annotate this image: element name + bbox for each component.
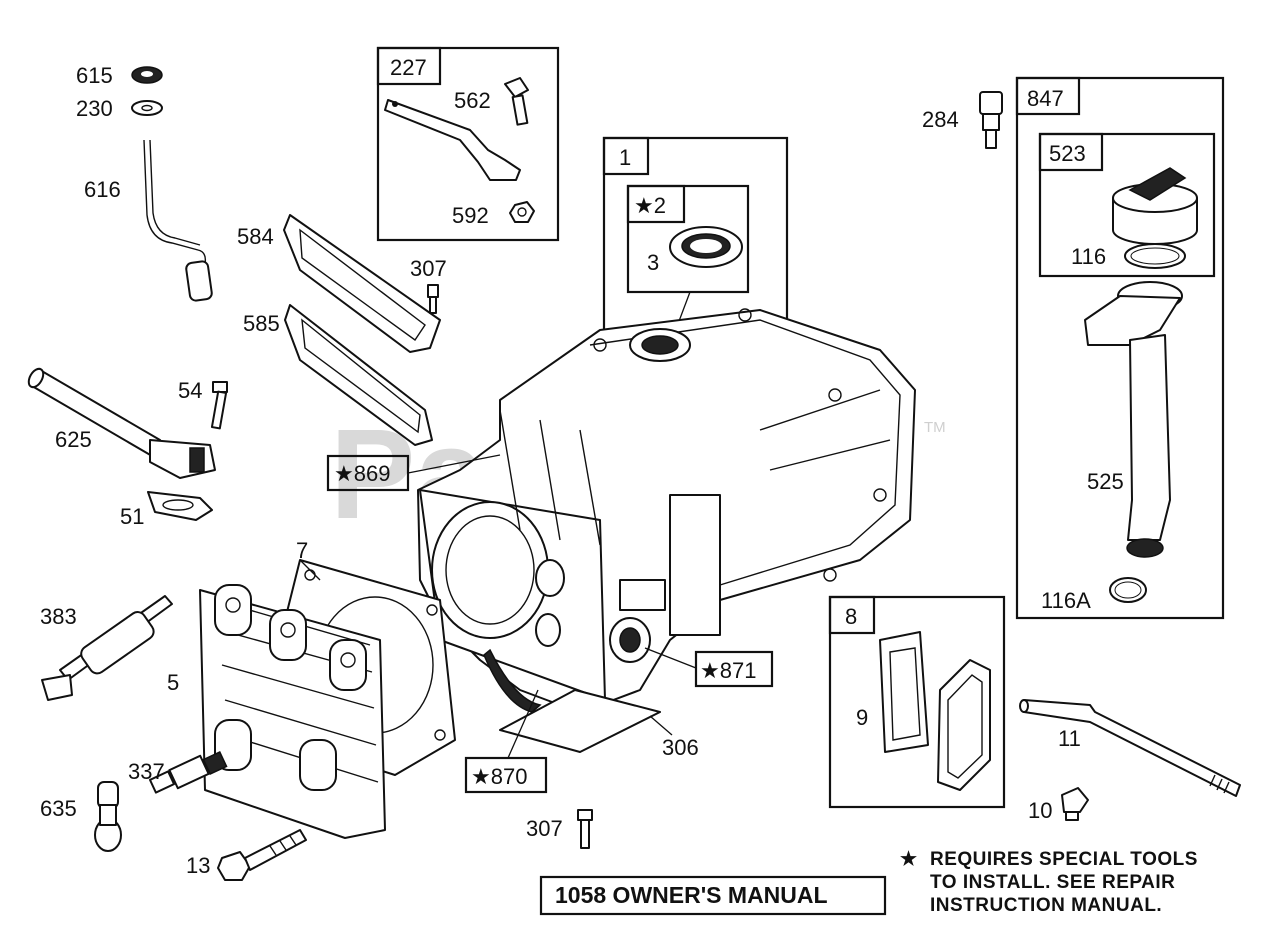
part-584-gasket[interactable] (283, 214, 441, 353)
leader-869 (407, 454, 501, 474)
label-562: 562 (454, 88, 491, 113)
label-307-bottom: 307 (526, 816, 563, 841)
label-230: 230 (76, 96, 113, 121)
manual-label-frame (539, 875, 887, 916)
group-box-847 (1015, 76, 1225, 620)
label-525: 525 (1087, 469, 1124, 494)
label-616: 616 (84, 177, 121, 202)
part-383-tube[interactable] (41, 595, 173, 701)
group-box-2 (626, 184, 750, 294)
part-625-breather-tube[interactable] (26, 366, 216, 479)
label-625: 625 (55, 427, 92, 452)
note-line-2: TO INSTALL. SEE REPAIR (930, 872, 1175, 893)
part-284-plug[interactable] (979, 91, 1003, 149)
part-616-link[interactable] (143, 139, 213, 302)
watermark-trademark: TM (924, 419, 946, 436)
boxed-label-869: ★869 (334, 461, 390, 486)
leader-870 (507, 689, 539, 759)
boxed-label-871: ★871 (700, 658, 756, 683)
part-337-spark-plug[interactable] (148, 750, 228, 794)
group-tag-2-frame (626, 184, 686, 224)
label-9: 9 (856, 705, 868, 730)
label-3: 3 (647, 250, 659, 275)
part-227-governor-lever[interactable] (384, 99, 521, 181)
part-615-nut[interactable] (131, 66, 163, 84)
group-box-227 (376, 46, 560, 242)
group-tag-227-frame (376, 46, 442, 86)
group-box-8 (828, 595, 1006, 809)
label-383: 383 (40, 604, 77, 629)
part-116a-o-ring[interactable] (1109, 577, 1147, 603)
group-tag-2: ★2 (634, 193, 666, 218)
note-line-3: INSTRUCTION MANUAL. (930, 895, 1162, 916)
label-116: 116 (1071, 244, 1106, 269)
part-562-screw[interactable] (504, 77, 529, 126)
part-11-tube[interactable] (1019, 699, 1241, 797)
part-585-gasket[interactable] (284, 304, 433, 446)
part-51-gasket[interactable] (147, 491, 213, 521)
label-116a: 116A (1041, 588, 1091, 613)
part-8-breather-cover[interactable] (937, 659, 991, 791)
part-307-bolt-top[interactable] (427, 284, 439, 314)
manual-label: 1058 OWNER'S MANUAL (555, 882, 828, 908)
label-307-top: 307 (410, 256, 447, 281)
group-tag-847: 847 (1027, 86, 1064, 111)
label-584: 584 (237, 224, 274, 249)
group-tag-523: 523 (1049, 141, 1086, 166)
part-13-bolt[interactable] (217, 829, 307, 881)
boxed-label-870-frame (464, 756, 548, 794)
leader-7 (299, 559, 321, 581)
part-54-screw[interactable] (210, 381, 228, 430)
label-615: 615 (76, 63, 113, 88)
part-307-bolt-bottom[interactable] (577, 809, 593, 849)
group-tag-847-frame (1015, 76, 1081, 116)
label-11: 11 (1058, 726, 1081, 751)
label-54: 54 (178, 378, 202, 403)
group-tag-1-frame (602, 136, 650, 176)
label-10: 10 (1028, 798, 1052, 823)
part-3-oil-seal[interactable] (669, 226, 743, 268)
part-523-dipstick-cap[interactable] (1112, 167, 1198, 245)
label-284: 284 (922, 107, 959, 132)
part-635-terminal[interactable] (94, 781, 122, 852)
part-870-bearing-seal[interactable] (483, 648, 542, 713)
label-592: 592 (452, 203, 489, 228)
label-5: 5 (167, 670, 179, 695)
label-51: 51 (120, 504, 144, 529)
label-585: 585 (243, 311, 280, 336)
group-tag-8-frame (828, 595, 876, 635)
part-10-plug[interactable] (1061, 787, 1089, 821)
group-tag-1: 1 (619, 145, 631, 170)
label-13: 13 (186, 853, 210, 878)
boxed-label-870: ★870 (471, 764, 527, 789)
note-star: ★ (900, 849, 918, 870)
part-525-dipstick-tube[interactable] (1084, 281, 1183, 558)
label-306: 306 (662, 735, 699, 760)
group-box-523 (1038, 132, 1216, 278)
part-5-cylinder-head[interactable] (199, 584, 386, 839)
boxed-label-871-frame (694, 650, 774, 688)
part-9-gasket[interactable] (879, 631, 929, 753)
label-635: 635 (40, 796, 77, 821)
leader-306 (649, 715, 673, 736)
note-line-1: REQUIRES SPECIAL TOOLS (930, 849, 1198, 870)
part-592-nut[interactable] (509, 201, 535, 223)
group-tag-227: 227 (390, 55, 427, 80)
part-306-gasket[interactable] (499, 689, 661, 753)
part-230-washer[interactable] (131, 100, 163, 116)
leader-871 (644, 647, 697, 669)
group-tag-523-frame (1038, 132, 1104, 172)
label-7: 7 (296, 538, 308, 563)
part-116-o-ring[interactable] (1124, 243, 1186, 269)
part-cylinder-block[interactable] (417, 308, 916, 706)
label-337: 337 (128, 759, 165, 784)
group-tag-8: 8 (845, 604, 857, 629)
